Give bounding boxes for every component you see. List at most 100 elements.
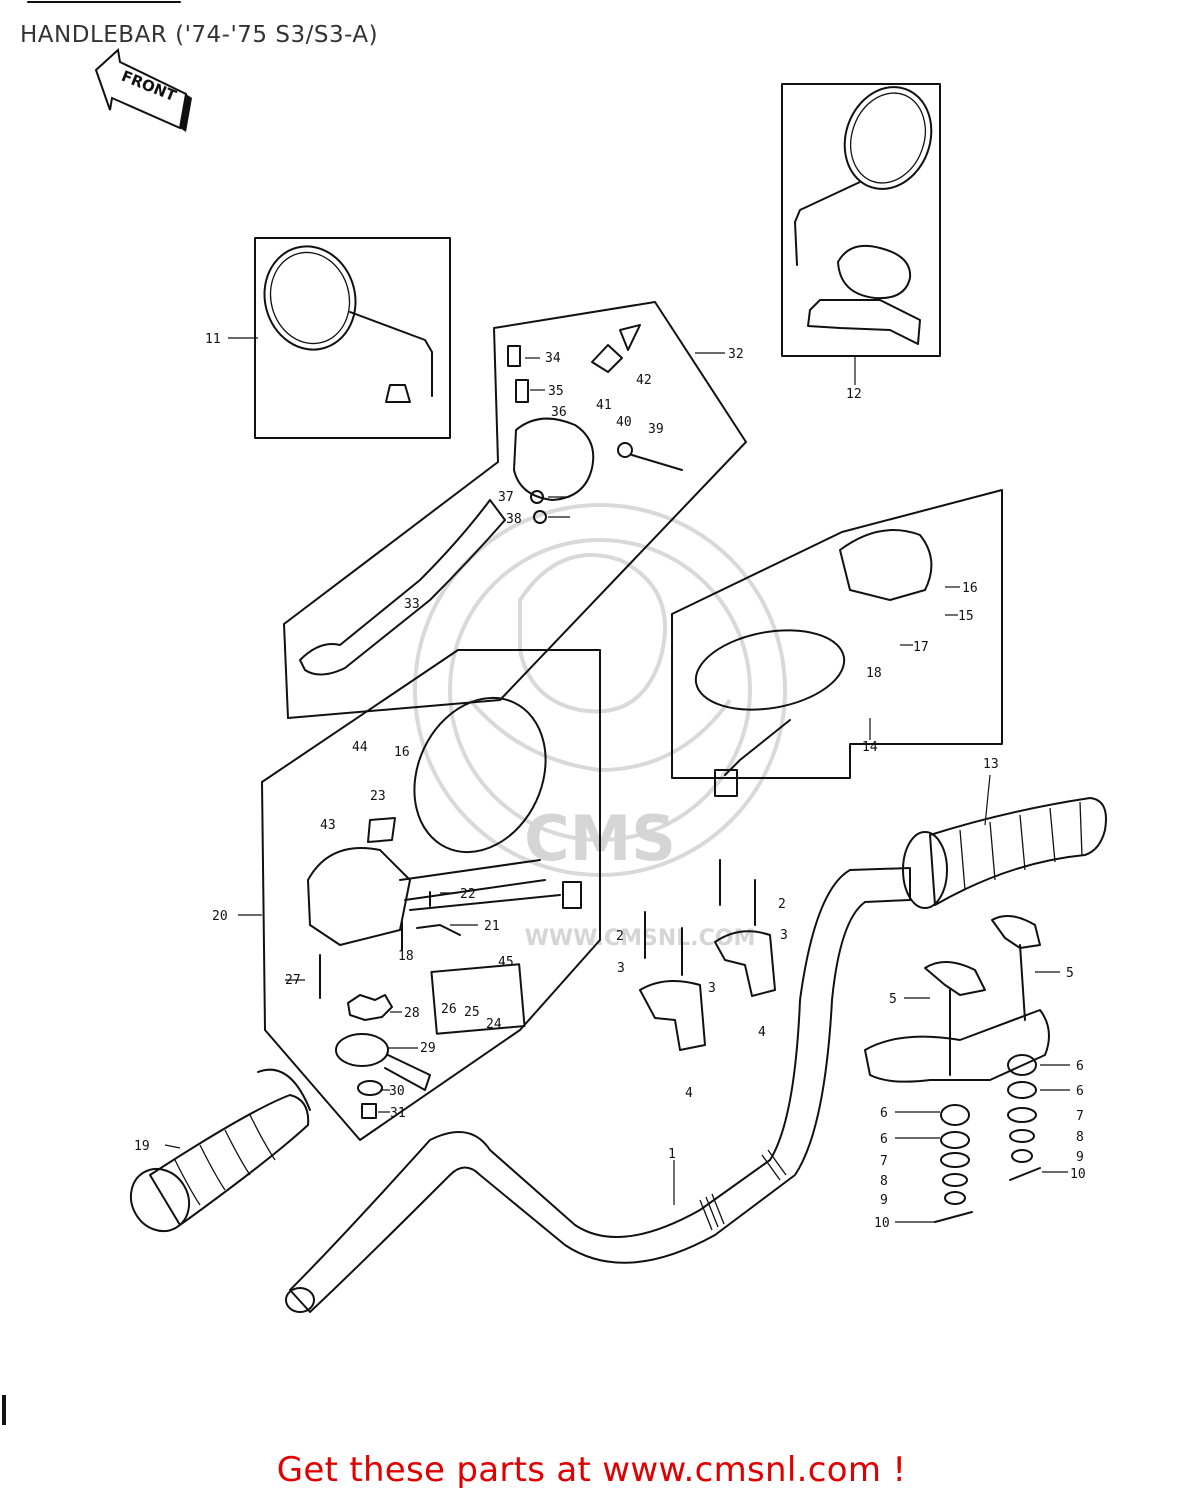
part-34-bolt bbox=[507, 345, 521, 367]
left-switch-group bbox=[261, 649, 601, 1141]
part-42-adjuster bbox=[619, 324, 641, 351]
left-switch-housing bbox=[307, 847, 411, 946]
callout-29: 29 bbox=[420, 1041, 436, 1056]
part-38-nut bbox=[533, 510, 547, 524]
callout-18b: 18 bbox=[398, 949, 414, 964]
callout-32: 32 bbox=[728, 347, 744, 362]
callout-15: 15 bbox=[958, 609, 974, 624]
left-switch-frame bbox=[261, 649, 601, 1141]
callout-6d: 6 bbox=[880, 1132, 888, 1147]
right-grip-flange bbox=[902, 831, 948, 909]
clutch-lever-holder bbox=[513, 417, 595, 501]
callout-24: 24 bbox=[486, 1017, 502, 1032]
callout-1: 1 bbox=[668, 1147, 676, 1162]
handlebar bbox=[285, 867, 911, 1313]
callout-28: 28 bbox=[404, 1006, 420, 1021]
callout-30: 30 bbox=[389, 1084, 405, 1099]
right-switch-group bbox=[671, 489, 1003, 797]
callout-14: 14 bbox=[862, 740, 878, 755]
callout-3c: 3 bbox=[708, 981, 716, 996]
right-mirror-glass bbox=[843, 86, 933, 190]
part-23-knob bbox=[367, 817, 396, 843]
callout-6a: 6 bbox=[1076, 1059, 1084, 1074]
callout-40: 40 bbox=[616, 415, 632, 430]
callout-35: 35 bbox=[548, 384, 564, 399]
callout-2b: 2 bbox=[616, 929, 624, 944]
callout-5a: 5 bbox=[1066, 966, 1074, 981]
callout-39: 39 bbox=[648, 422, 664, 437]
parts-diagram: CMS WWW.CMSNL.COM FRONT bbox=[2, 1, 1107, 1425]
master-cylinder-clamp bbox=[807, 299, 921, 345]
callout-27: 27 bbox=[285, 973, 301, 988]
right-switch-frame bbox=[671, 489, 1003, 779]
handlebar-clamps bbox=[639, 859, 776, 1051]
callout-7b: 7 bbox=[880, 1154, 888, 1169]
callout-9a: 9 bbox=[1076, 1150, 1084, 1165]
part-21-clamp bbox=[416, 924, 461, 936]
clutch-lever-group bbox=[283, 301, 747, 719]
callout-19: 19 bbox=[134, 1139, 150, 1154]
part-29-throttle-pulley bbox=[335, 1033, 389, 1067]
callout-18a: 18 bbox=[866, 666, 882, 681]
callout-3a: 3 bbox=[780, 928, 788, 943]
clutch-lever-frame bbox=[283, 301, 747, 719]
callout-16a: 16 bbox=[962, 581, 978, 596]
callout-2a: 2 bbox=[778, 897, 786, 912]
callout-8b: 8 bbox=[880, 1174, 888, 1189]
part-45-kit-box bbox=[430, 963, 526, 1035]
callout-16b: 16 bbox=[394, 745, 410, 760]
left-mirror-glass bbox=[263, 245, 357, 351]
callout-6c: 6 bbox=[880, 1106, 888, 1121]
callout-10a: 10 bbox=[1070, 1167, 1086, 1182]
right-mirror-frame bbox=[781, 83, 941, 357]
right-switch-housing bbox=[839, 529, 933, 601]
clutch-lever bbox=[299, 499, 506, 676]
callout-43: 43 bbox=[320, 818, 336, 833]
edge-mark bbox=[2, 1395, 6, 1425]
part-37-washer bbox=[530, 490, 544, 504]
callout-21: 21 bbox=[484, 919, 500, 934]
handlebar-holders bbox=[864, 915, 1050, 1223]
left-switch-wire-loop bbox=[413, 696, 547, 854]
callout-33: 33 bbox=[404, 597, 420, 612]
callout-38: 38 bbox=[506, 512, 522, 527]
left-switch-connector bbox=[562, 881, 582, 909]
part-31-screw bbox=[361, 1103, 377, 1119]
callout-3b: 3 bbox=[617, 961, 625, 976]
part-35-pin bbox=[515, 379, 529, 403]
front-direction-arrow: FRONT bbox=[94, 48, 192, 132]
callout-41: 41 bbox=[596, 398, 612, 413]
callout-labels: 11 12 32 34 35 36 41 42 40 39 37 38 33 1… bbox=[134, 332, 1086, 1231]
callout-4a: 4 bbox=[758, 1025, 766, 1040]
callout-44: 44 bbox=[352, 740, 368, 755]
callout-42: 42 bbox=[636, 373, 652, 388]
callout-17: 17 bbox=[913, 640, 929, 655]
left-mirror-group bbox=[254, 237, 451, 439]
callout-11: 11 bbox=[205, 332, 221, 347]
part-39-bolt bbox=[631, 454, 683, 471]
callout-8a: 8 bbox=[1076, 1130, 1084, 1145]
callout-23: 23 bbox=[370, 789, 386, 804]
callout-7a: 7 bbox=[1076, 1109, 1084, 1124]
part-30-washer bbox=[357, 1080, 383, 1096]
callout-36: 36 bbox=[551, 405, 567, 420]
right-mirror-group bbox=[781, 83, 941, 357]
callout-20: 20 bbox=[212, 909, 228, 924]
right-grip bbox=[902, 797, 1107, 909]
callout-13: 13 bbox=[983, 757, 999, 772]
callout-9b: 9 bbox=[880, 1193, 888, 1208]
callout-6b: 6 bbox=[1076, 1084, 1084, 1099]
right-switch-wire-loop bbox=[694, 629, 846, 711]
callout-22: 22 bbox=[460, 887, 476, 902]
callout-31: 31 bbox=[390, 1106, 406, 1121]
callout-34: 34 bbox=[545, 351, 561, 366]
callout-25: 25 bbox=[464, 1005, 480, 1020]
footer-cta-link[interactable]: Get these parts at www.cmsnl.com ! bbox=[276, 1450, 907, 1490]
callout-26: 26 bbox=[441, 1002, 457, 1017]
master-cylinder-reservoir bbox=[837, 244, 912, 300]
leader-lines bbox=[164, 337, 1070, 1223]
right-switch-connector bbox=[714, 769, 738, 797]
left-mirror-nut bbox=[385, 384, 411, 403]
callout-5b: 5 bbox=[889, 992, 897, 1007]
callout-4b: 4 bbox=[685, 1086, 693, 1101]
